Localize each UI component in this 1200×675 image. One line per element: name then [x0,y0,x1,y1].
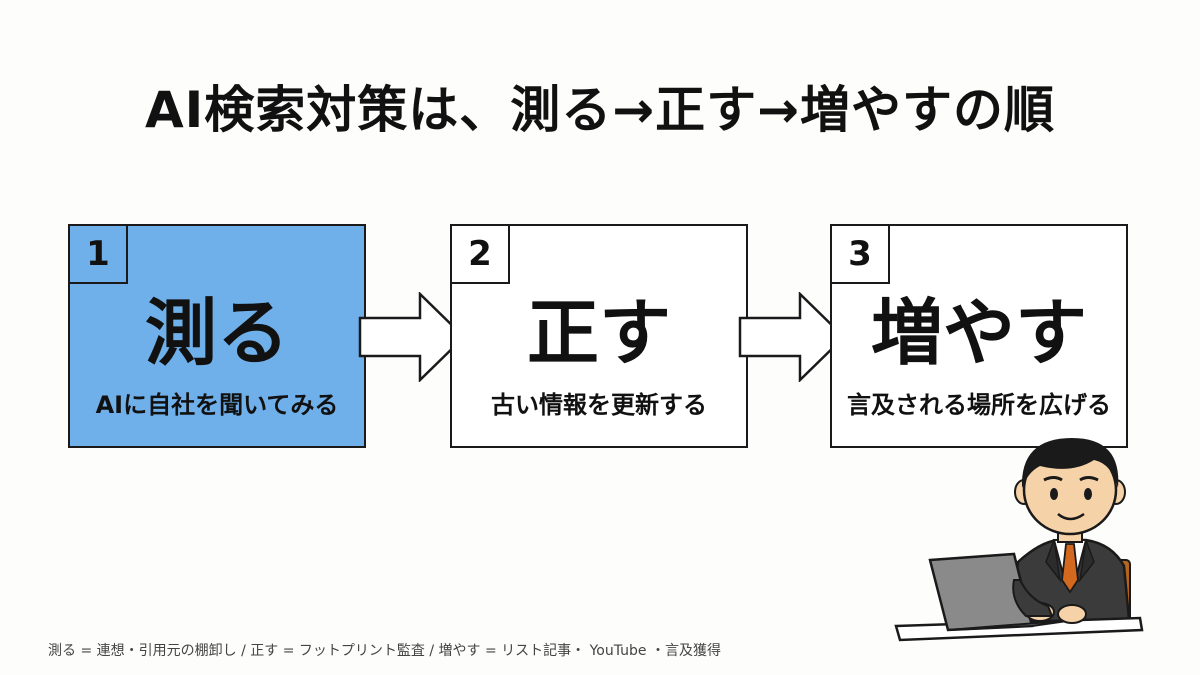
step-box-correct: 2 正す 古い情報を更新する [450,224,748,448]
step-box-measure: 1 測る AIに自社を聞いてみる [68,224,366,448]
step-subtitle: 言及される場所を広げる [847,391,1111,419]
businessman-laptop-illustration [894,438,1144,642]
step-subtitle: 古い情報を更新する [491,391,707,419]
right-arrow-icon [738,292,846,382]
slide-title: AI検索対策は、測る→正す→増やすの順 [144,81,1056,139]
step-heading: 正す [526,291,671,375]
step-box-increase: 3 増やす 言及される場所を広げる [830,224,1128,448]
footnote: 測る = 連想・引用元の棚卸し / 正す = フットプリント監査 / 増やす =… [48,643,721,659]
step-number: 2 [452,226,510,284]
step-heading: 測る [144,291,289,375]
step-heading: 増やす [870,291,1087,375]
step-number: 3 [832,226,890,284]
right-arrow-icon [358,292,466,382]
step-number: 1 [70,226,128,284]
step-subtitle: AIに自社を聞いてみる [95,391,339,419]
